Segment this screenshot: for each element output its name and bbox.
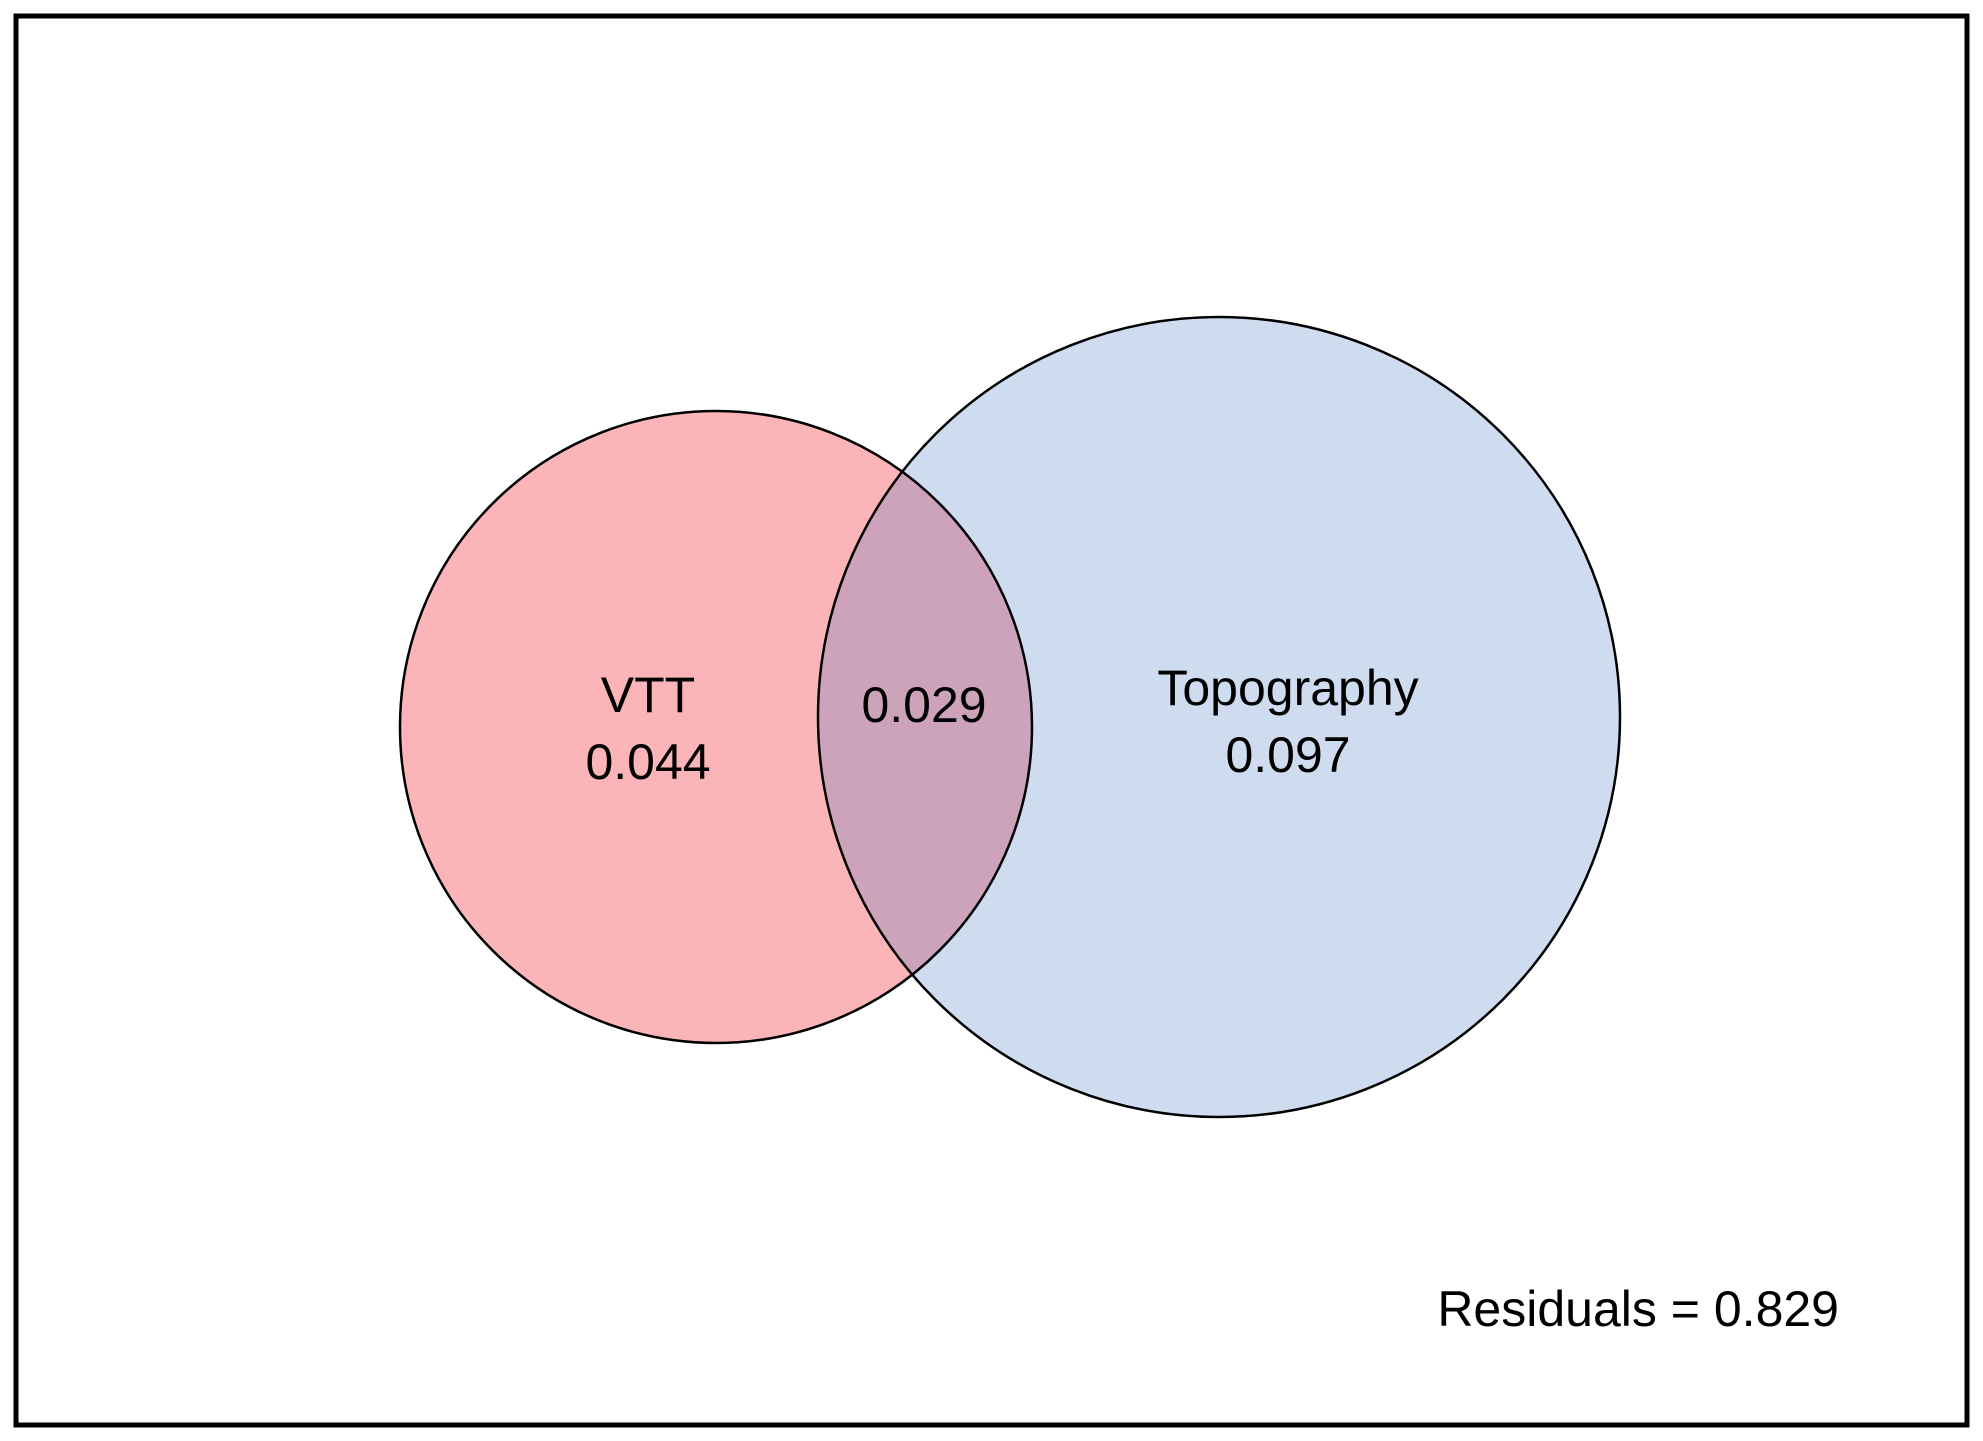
intersection-value: 0.029 [861, 677, 986, 733]
vtt-circle-outline [398, 409, 1034, 1045]
topography-circle [818, 317, 1620, 1117]
topography-circle-outline [816, 315, 1622, 1119]
topography-value: 0.097 [1225, 727, 1350, 783]
vtt-value: 0.044 [585, 734, 710, 790]
topography-label: Topography [1157, 660, 1418, 716]
vtt-label: VTT [601, 667, 695, 723]
residuals-label: Residuals = 0.829 [1437, 1281, 1839, 1337]
